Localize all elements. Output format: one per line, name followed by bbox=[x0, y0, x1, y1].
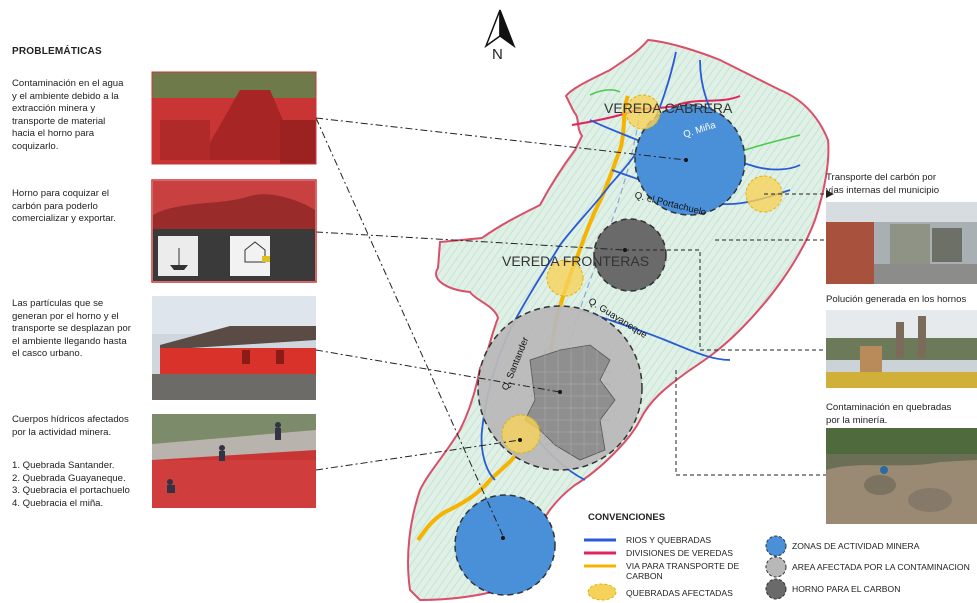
list-item: 2. Quebrada Guayaneque. bbox=[12, 472, 126, 484]
label-vereda-fronteras: VEREDA FRONTERAS bbox=[502, 253, 650, 269]
legend-road-label: VIA PARA TRANSPORTE DE CARBON bbox=[626, 561, 740, 581]
legend-rivers-label: RIOS Y QUEBRADAS bbox=[626, 535, 712, 545]
caption-streams: Contaminación en quebradas por la minerí… bbox=[826, 402, 952, 426]
legend-swatches bbox=[584, 535, 787, 601]
list-item: 3. Quebracia el portachuelo bbox=[12, 485, 130, 497]
river-green bbox=[744, 134, 801, 151]
north-label: N bbox=[492, 46, 503, 63]
caption-pollution: Polución generada en los hornos bbox=[826, 294, 967, 305]
photo-stream-workers bbox=[152, 414, 316, 508]
problem-3-text: Las partículas que se generan por el hor… bbox=[12, 298, 131, 360]
photo-mine-loading bbox=[151, 71, 317, 165]
right-connectors bbox=[625, 193, 826, 476]
caption-transport: Transporte del carbón por vías internas … bbox=[826, 172, 940, 196]
urban-area bbox=[524, 344, 616, 461]
coal-oven-zone bbox=[593, 218, 667, 292]
problems-title: PROBLEMÁTICAS bbox=[12, 46, 102, 57]
north-arrow-icon bbox=[484, 9, 516, 49]
legend-contamination-label: AREA AFECTADA POR LA CONTAMINACION bbox=[792, 562, 970, 572]
list-item: 1. Quebrada Santander. bbox=[12, 460, 115, 471]
problem-4-text: Cuerpos hídricos afectados por la activi… bbox=[12, 414, 129, 438]
photo-oven-pollution bbox=[826, 310, 977, 388]
river-green-2 bbox=[589, 89, 621, 96]
legend-title: CONVENCIONES bbox=[588, 512, 666, 523]
photo-red-building bbox=[152, 296, 316, 400]
legend-oven-label: HORNO PARA EL CARBON bbox=[792, 584, 901, 594]
photo-coal-trucks bbox=[826, 202, 977, 284]
list-item: 4. Quebracia el miña. bbox=[12, 497, 104, 509]
problem-2-text: Horno para coquizar el carbón para poder… bbox=[12, 188, 116, 225]
label-vereda-cabrera: VEREDA CABRERA bbox=[604, 100, 733, 116]
problem-1-text: Contaminación en el agua y el ambiente d… bbox=[12, 78, 124, 152]
mining-zone-north bbox=[634, 104, 746, 216]
legend-mining-zone-label: ZONAS DE ACTIVIDAD MINERA bbox=[792, 541, 920, 551]
photo-stream-contamination bbox=[826, 428, 977, 524]
mining-zone-south bbox=[454, 494, 556, 596]
connector-lines bbox=[315, 117, 687, 537]
affected-streams bbox=[501, 94, 783, 454]
legend-affected-streams-label: QUEBRADAS AFECTADAS bbox=[626, 588, 733, 598]
photo-coke-oven bbox=[151, 179, 317, 283]
streams-list: 1. Quebrada Santander. 2. Quebrada Guaya… bbox=[12, 460, 130, 510]
legend-divisions-label: DIVISIONES DE VEREDAS bbox=[626, 548, 733, 558]
